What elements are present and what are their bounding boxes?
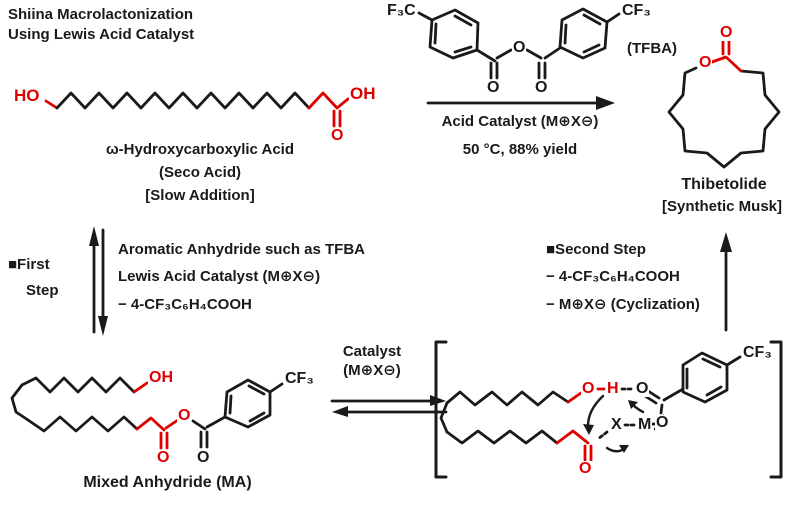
second-step-arrow — [720, 232, 732, 332]
catalyst-label-line2: (M⊕X⊖) — [343, 362, 401, 379]
ma-aroyl-o-label: O — [196, 449, 211, 466]
intermediate-x-label: X — [610, 416, 623, 433]
first-step-line3: − 4-CF₃C₆H₄COOH — [118, 296, 252, 313]
intermediate-acyl-o-label: O — [578, 460, 593, 477]
product-carbonyl-o-label: O — [719, 24, 734, 41]
first-step-marker-line2: Step — [26, 282, 59, 299]
title-line1: Shiina Macrolactonization — [8, 6, 194, 23]
seco-ho-label: HO — [13, 86, 41, 105]
thibetolide-skeleton — [667, 38, 781, 169]
seco-note: [Slow Addition] — [145, 187, 255, 204]
tfba-name-label: (TFBA) — [627, 40, 677, 57]
intermediate-cf3-label: CF₃ — [742, 344, 773, 361]
ma-ester-o-label: O — [177, 407, 192, 424]
ma-name: Mixed Anhydride (MA) — [83, 474, 252, 491]
seco-alias: (Seco Acid) — [159, 164, 241, 181]
intermediate-m-label: M — [637, 416, 653, 433]
product-category: [Synthetic Musk] — [661, 198, 782, 215]
mixed-anhydride-skeleton — [10, 376, 284, 450]
seco-carbonyl-o-label: O — [330, 127, 345, 144]
tfba-right-carbonyl-o-label: O — [534, 79, 549, 96]
second-step-line2: − M⊕X⊖ (Cyclization) — [546, 296, 700, 313]
reaction-condition-2: 50 °C, 88% yield — [462, 141, 578, 158]
intermediate-skeleton — [439, 351, 742, 462]
bracket-left — [434, 340, 448, 479]
tfba-cf3-label: CF₃ — [621, 2, 652, 19]
tfba-f3c-label: F₃C — [386, 2, 417, 19]
tfba-left-carbonyl-o-label: O — [486, 79, 501, 96]
first-step-line1: Aromatic Anhydride such as TFBA — [118, 241, 365, 258]
intermediate-h-label: H — [606, 380, 620, 397]
seco-name: ω-Hydroxycarboxylic Acid — [105, 141, 294, 158]
product-ring-o-label: O — [698, 54, 713, 71]
ma-equilibrium-arrows — [330, 395, 448, 417]
first-step-equilibrium-arrows — [89, 226, 108, 336]
first-step-marker-line1: ■First — [8, 256, 50, 273]
tfba-ester-o-label: O — [512, 39, 527, 56]
bracket-right — [769, 340, 783, 479]
second-step-line1: − 4-CF₃C₆H₄COOH — [546, 268, 680, 285]
second-step-marker: ■Second Step — [546, 241, 646, 258]
seco-oh-label: OH — [349, 84, 377, 103]
ma-cf3-label: CF₃ — [284, 370, 315, 387]
seco-acid-skeleton — [44, 91, 350, 128]
intermediate-o-label: O — [581, 380, 596, 397]
reaction-condition-1: Acid Catalyst (M⊕X⊖) — [441, 113, 599, 130]
tfba-skeleton — [417, 7, 621, 80]
intermediate-aroyl-o-top-label: O — [635, 380, 650, 397]
ma-oh-label: OH — [148, 369, 174, 386]
intermediate-aroyl-o-bottom-label: O — [655, 414, 670, 431]
ma-acyl-o-label: O — [156, 449, 171, 466]
reaction-arrow — [426, 96, 615, 110]
first-step-line2: Lewis Acid Catalyst (M⊕X⊖) — [118, 268, 321, 285]
title-line2: Using Lewis Acid Catalyst — [8, 26, 195, 43]
product-name: Thibetolide — [681, 176, 767, 193]
catalyst-label-line1: Catalyst — [342, 343, 402, 360]
